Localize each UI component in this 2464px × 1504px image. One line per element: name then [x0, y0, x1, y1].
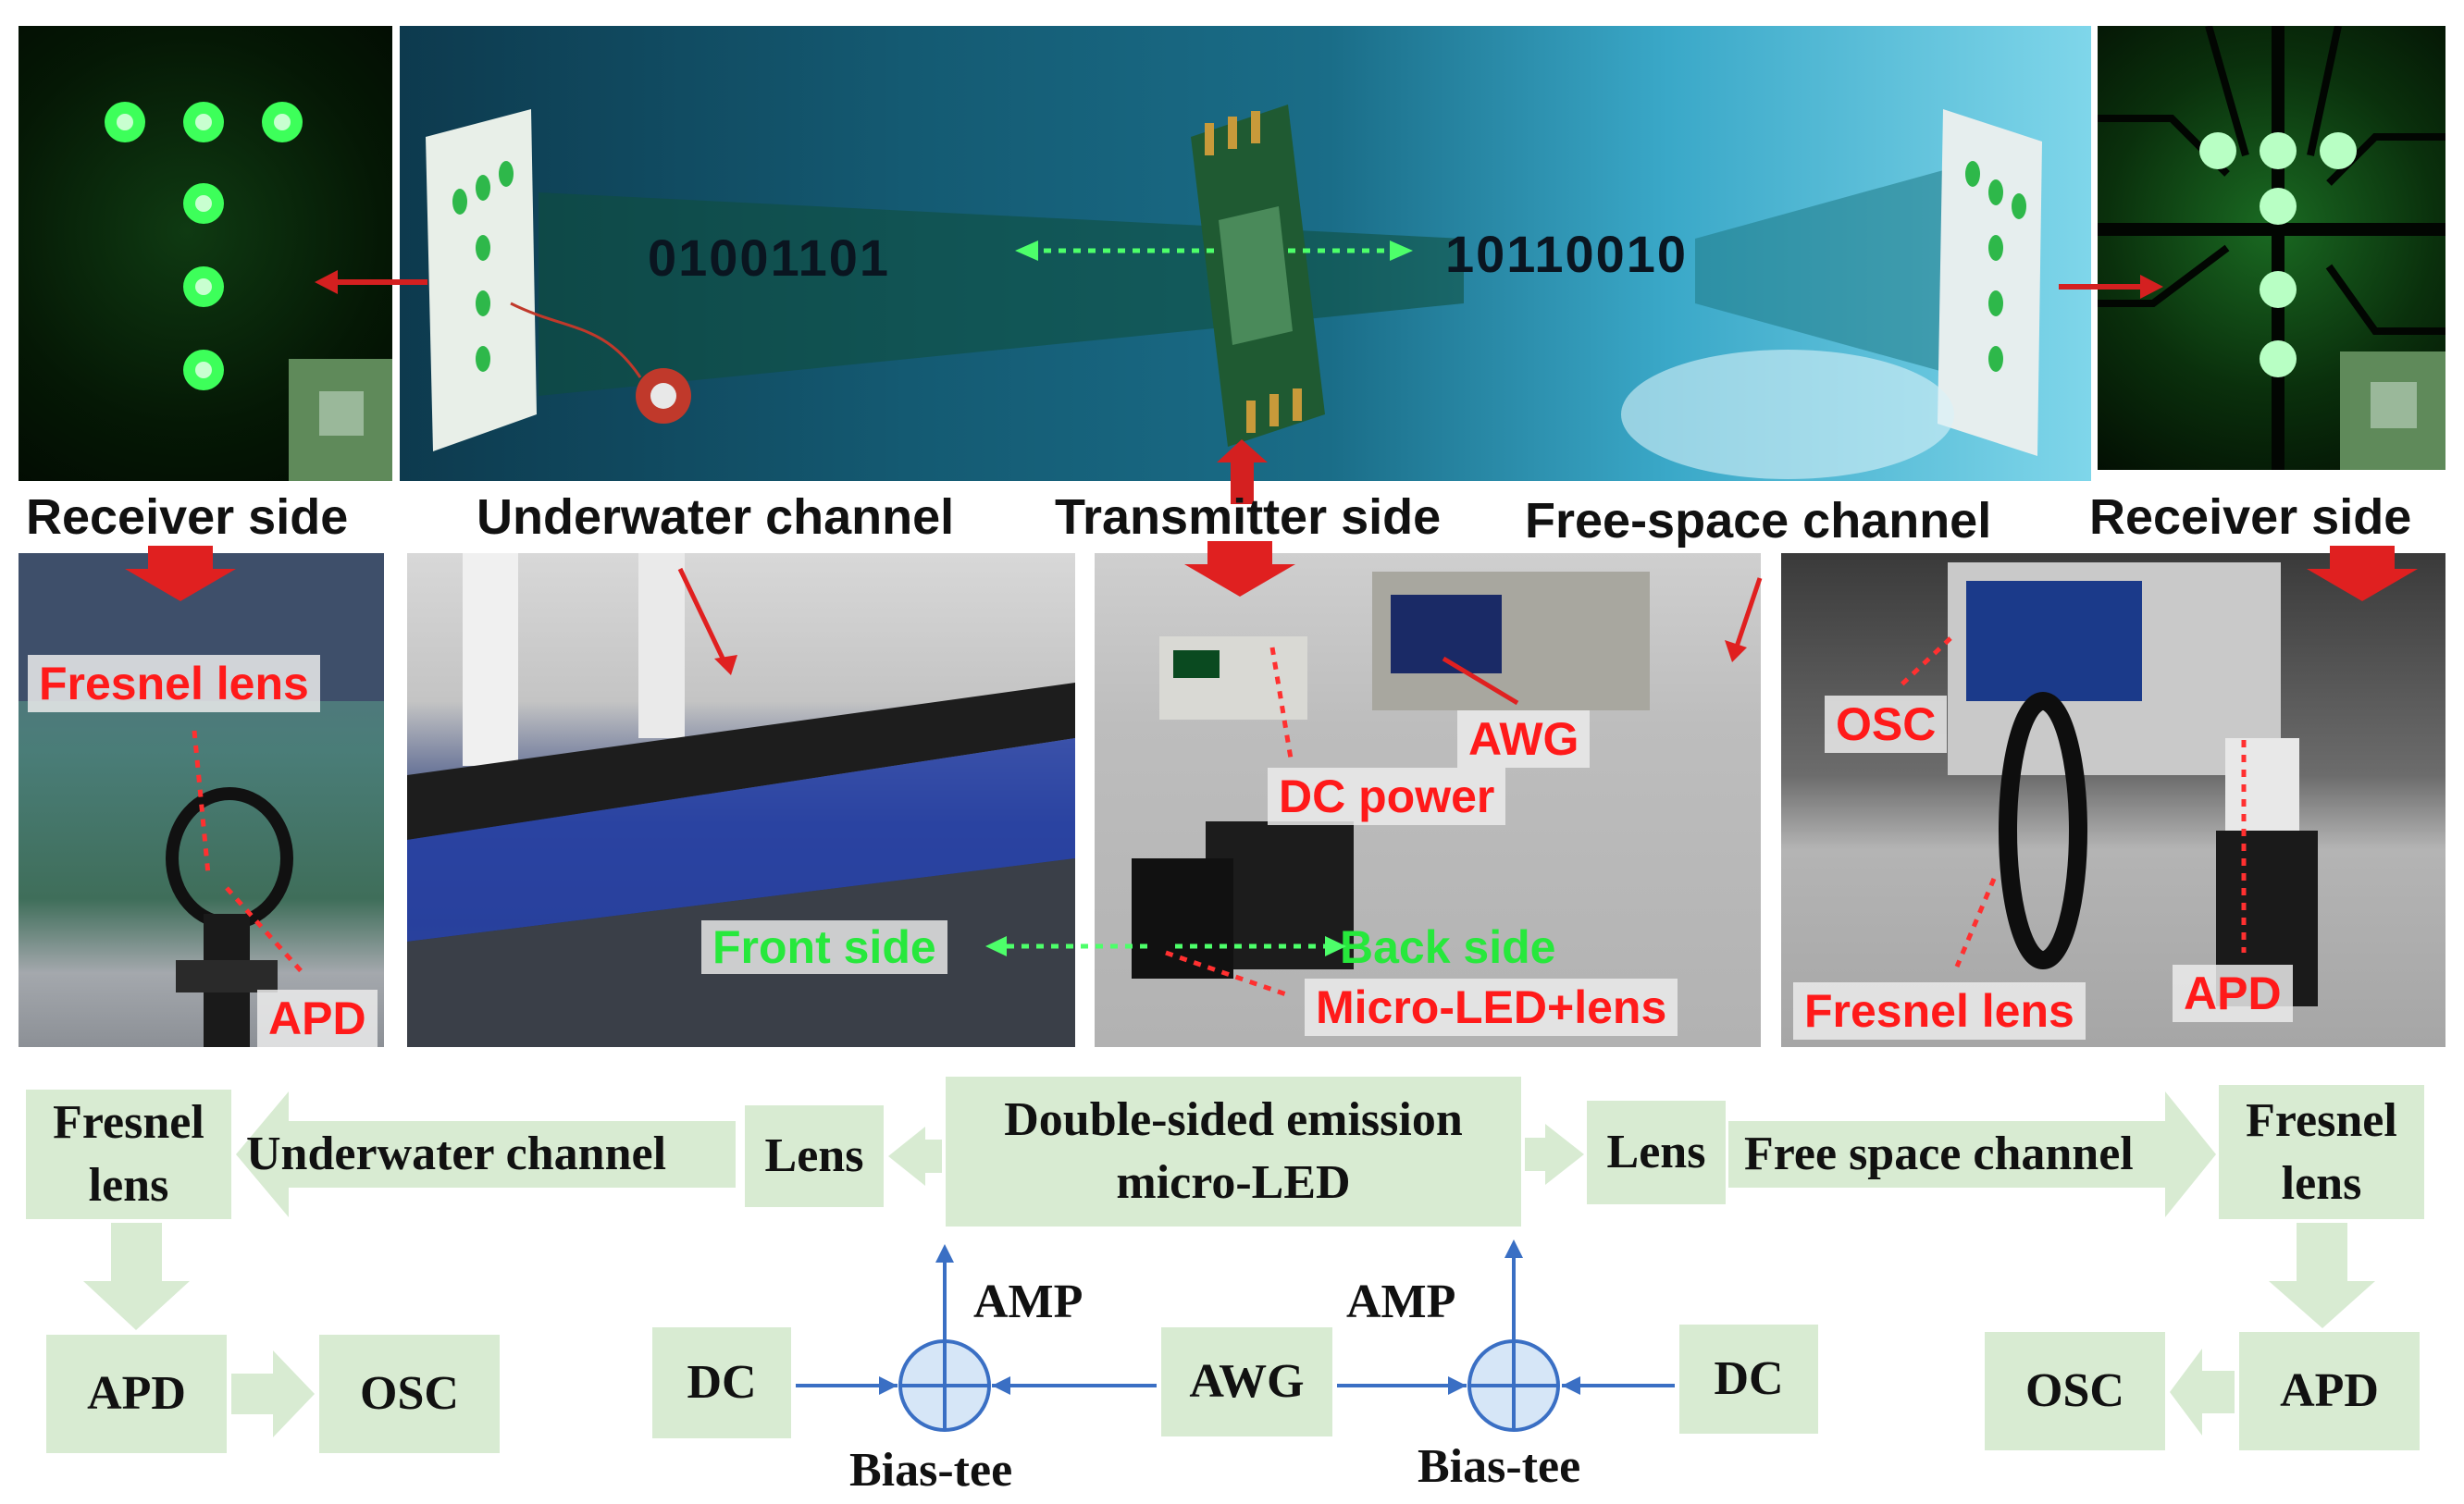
underwater-tank-photo	[407, 553, 1075, 1047]
label-apd-left: APD	[257, 990, 378, 1047]
binary-code-left: 01001101	[648, 228, 891, 287]
header-free-space-channel: Free-space channel	[1525, 493, 1992, 549]
receiver-setup-photo-right	[1781, 553, 2445, 1047]
label-fresnel-lens-left: Fresnel lens	[28, 655, 320, 712]
header-receiver-side-left: Receiver side	[26, 489, 349, 545]
receiver-setup-right-graphic	[1948, 562, 2318, 1006]
flow-osc-right: OSC	[1985, 1332, 2165, 1450]
flow-osc-left: OSC	[319, 1335, 500, 1453]
label-back-side: Back side	[1340, 921, 1556, 973]
flow-lens-left: Lens	[745, 1105, 884, 1207]
label-awg: AWG	[1457, 710, 1591, 768]
transmission-scene-illustration: 01001101 10110010	[400, 26, 2091, 481]
receiver-led-array-photo-right	[2098, 26, 2445, 470]
flow-dc-left: DC	[652, 1327, 791, 1438]
label-apd-right: APD	[2173, 965, 2293, 1022]
receiver-led-array-right-graphic	[2098, 26, 2445, 470]
flow-apd-left: APD	[46, 1335, 227, 1453]
receiver-led-array-left-graphic	[105, 102, 392, 481]
flow-bias-tee-left: Bias-tee	[849, 1444, 1013, 1497]
underwater-tank-graphic	[407, 553, 1075, 1047]
header-transmitter-side: Transmitter side	[1055, 489, 1442, 545]
flow-underwater-channel-label: Underwater channel	[246, 1128, 667, 1180]
header-underwater-channel: Underwater channel	[477, 489, 955, 545]
transmission-scene-graphic	[426, 105, 2042, 479]
flow-amp-left: AMP	[973, 1276, 1083, 1328]
flow-dc-right: DC	[1679, 1325, 1818, 1434]
receiver-setup-left-graphic	[19, 553, 384, 1047]
header-receiver-side-right: Receiver side	[2089, 489, 2412, 545]
flow-free-space-channel-label: Free space channel	[1744, 1128, 2134, 1180]
flow-lens-right: Lens	[1587, 1101, 1726, 1204]
label-fresnel-lens-right: Fresnel lens	[1793, 982, 2086, 1040]
flow-bias-tee-right: Bias-tee	[1418, 1440, 1581, 1493]
flow-apd-right: APD	[2239, 1332, 2420, 1450]
label-dc-power: DC power	[1268, 768, 1506, 825]
receiver-setup-photo-left	[19, 553, 384, 1047]
binary-code-right: 10110010	[1445, 225, 1689, 283]
receiver-led-array-photo-left	[19, 26, 392, 481]
label-osc: OSC	[1825, 696, 1948, 753]
flow-awg: AWG	[1161, 1327, 1332, 1436]
label-front-side: Front side	[701, 920, 947, 974]
label-micro-led-lens: Micro-LED+lens	[1305, 979, 1678, 1036]
flow-amp-right: AMP	[1346, 1276, 1456, 1328]
